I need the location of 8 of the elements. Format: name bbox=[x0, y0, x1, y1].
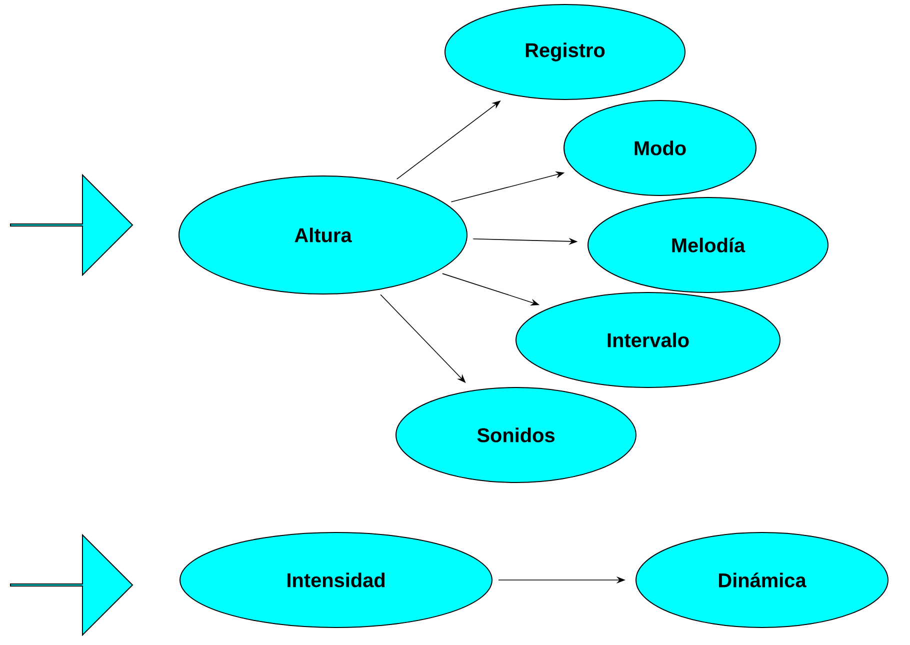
ellipse-node: Sonidos bbox=[396, 386, 636, 483]
ellipse-node: Dinámica bbox=[636, 532, 888, 628]
ellipse-node: Altura bbox=[178, 175, 468, 294]
ellipse-node: Registro bbox=[444, 4, 686, 100]
ellipse-node: Melodía bbox=[588, 196, 828, 293]
ellipse-node: Intensidad bbox=[180, 532, 492, 628]
ellipse-node: Modo bbox=[564, 100, 756, 196]
ellipse-node: Intervalo bbox=[516, 292, 780, 388]
